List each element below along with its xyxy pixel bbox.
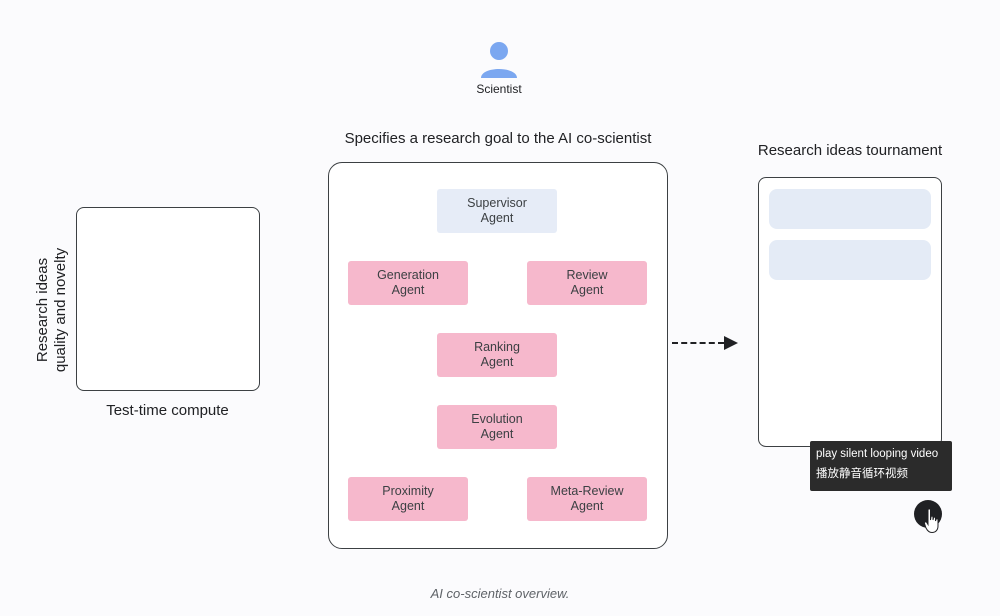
tournament-slot xyxy=(769,189,931,229)
ranking-agent: Ranking Agent xyxy=(437,333,557,377)
evolution-agent-label: Evolution Agent xyxy=(471,412,523,441)
y-axis-label-line1: Research ideas xyxy=(34,257,51,363)
co-scientist-panel: Supervisor Agent Generation Agent Review… xyxy=(328,162,668,549)
dashed-arrow-line xyxy=(672,342,724,344)
quality-chart-frame xyxy=(76,207,260,391)
supervisor-agent: Supervisor Agent xyxy=(437,189,557,233)
arrow-head-icon xyxy=(724,336,738,350)
proximity-agent: Proximity Agent xyxy=(348,477,468,521)
video-tooltip: play silent looping video 播放静音循环视频 xyxy=(810,441,952,491)
meta-review-agent: Meta-Review Agent xyxy=(527,477,647,521)
x-axis-label: Test-time compute xyxy=(106,402,229,419)
ranking-agent-label: Ranking Agent xyxy=(474,340,520,369)
supervisor-agent-label: Supervisor Agent xyxy=(467,196,527,225)
evolution-agent: Evolution Agent xyxy=(437,405,557,449)
review-agent-label: Review Agent xyxy=(566,268,608,297)
tooltip-line-en: play silent looping video xyxy=(816,448,939,460)
tournament-slot xyxy=(769,240,931,280)
scientist-label: Scientist xyxy=(476,82,522,96)
generation-agent: Generation Agent xyxy=(348,261,468,305)
hand-cursor-icon xyxy=(924,508,939,534)
figure-caption: AI co-scientist overview. xyxy=(430,586,570,601)
tournament-title: Research ideas tournament xyxy=(757,142,943,159)
research-goal-title: Specifies a research goal to the AI co-s… xyxy=(344,130,652,147)
review-agent: Review Agent xyxy=(527,261,647,305)
proximity-agent-label: Proximity Agent xyxy=(382,484,434,513)
meta-review-agent-label: Meta-Review Agent xyxy=(550,484,624,513)
generation-agent-label: Generation Agent xyxy=(377,268,439,297)
tournament-frame xyxy=(758,177,942,447)
person-icon xyxy=(481,42,517,78)
tooltip-line-zh: 播放静音循环视频 xyxy=(816,468,908,480)
y-axis-label-line2: quality and novelty xyxy=(52,247,69,373)
